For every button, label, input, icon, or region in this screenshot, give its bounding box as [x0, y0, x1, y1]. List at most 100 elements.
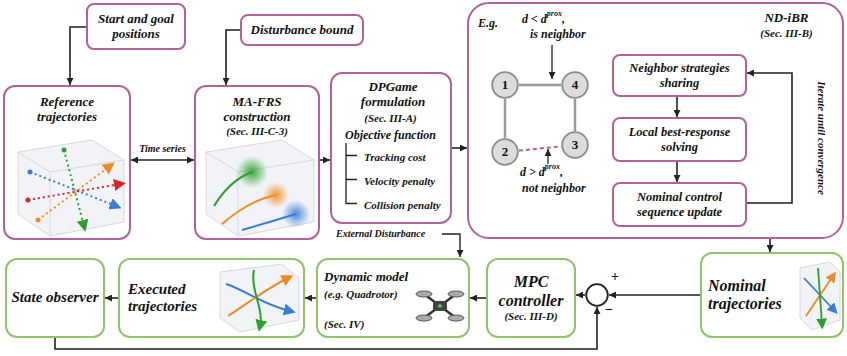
trajectory	[242, 214, 296, 230]
propeller	[416, 315, 432, 321]
node-text: State observer	[11, 289, 98, 306]
start-dot	[26, 198, 31, 203]
flow-arrow	[131, 159, 194, 161]
flow-arrow	[609, 294, 700, 296]
plot-panel	[206, 140, 314, 236]
node-text: (Sec. III-D)	[504, 310, 557, 323]
trajectory	[222, 195, 276, 224]
circle-shape	[492, 139, 518, 165]
annotation-label: is neighbor	[530, 28, 586, 42]
flow-arrow	[305, 297, 316, 299]
flow-arrow	[470, 297, 486, 299]
node-text: MA-FRS construction	[207, 95, 307, 125]
edge-label: Time series	[137, 143, 188, 155]
node-text: Neighbor strategies sharing	[618, 61, 741, 90]
summing-junction: +−	[585, 283, 609, 307]
flow-arrow	[320, 159, 330, 161]
node-text: Dynamic model	[324, 270, 424, 285]
node-text: Reference trajectories	[12, 95, 122, 125]
leader-arrow	[547, 149, 548, 164]
annotation-label: prox	[547, 9, 562, 18]
process-box: Neighbor strategies sharing	[612, 54, 747, 97]
process-box: MA-FRS construction(Sec. III-C-3)	[194, 85, 320, 240]
plot-panel	[18, 140, 124, 236]
node-text: Nominal control sequence update	[618, 190, 741, 219]
input-box: Start and goal positions	[86, 3, 186, 50]
node-text: Objective function	[332, 129, 449, 143]
circle-shape	[492, 72, 518, 98]
node-text: (Sec. IV)	[324, 318, 394, 331]
plot-panel	[220, 264, 299, 332]
trajectory	[253, 270, 260, 326]
flow-arrow	[504, 99, 507, 138]
reference-plot	[18, 140, 124, 236]
quadrotor-body	[433, 301, 447, 311]
process-box: MPC controller(Sec. III-D)	[486, 258, 576, 338]
flow-arrow	[70, 27, 86, 85]
process-box: Reference trajectories	[3, 85, 131, 240]
propeller	[448, 291, 464, 297]
process-box: Nominal trajectories	[700, 252, 844, 338]
node-text: (Sec. III-B)	[734, 27, 839, 40]
node-text: Local best-response solving	[618, 125, 741, 154]
trajectory	[818, 268, 822, 324]
node-text: (e.g. Quadrotor)	[324, 288, 419, 301]
flow-arrow	[676, 162, 678, 182]
flow-arrow	[452, 147, 467, 149]
start-dot	[28, 170, 33, 175]
bracket	[346, 143, 357, 204]
process-box: Nominal control sequence update	[612, 182, 747, 227]
quadrotor-icon	[416, 291, 464, 321]
process-box: Executed trajectories	[118, 258, 305, 338]
leader-arrow	[551, 45, 552, 79]
plot-axes	[206, 152, 314, 236]
flow-arrow	[519, 146, 561, 150]
process-box: Local best-response solving	[612, 117, 747, 162]
annotation-label: E.g.	[478, 17, 498, 31]
agent-node: 3	[561, 131, 589, 159]
node-text: Velocity penalty	[364, 175, 450, 188]
node-text: Collision penalty	[364, 199, 450, 212]
reference-path	[30, 172, 116, 206]
plot-panel	[800, 262, 840, 330]
nominal-plot	[800, 262, 840, 330]
flow-arrow	[226, 30, 240, 85]
edge-label: Iterate until convergence	[816, 79, 829, 197]
node-text: (Sec. III-C-3)	[226, 125, 288, 138]
annotation-label: d > d	[520, 166, 545, 180]
circle-shape	[586, 284, 608, 306]
executed-plot	[220, 264, 299, 332]
node-text: 2	[502, 145, 509, 160]
agent-node: 2	[491, 138, 519, 166]
start-dot	[62, 148, 67, 153]
reference-path	[64, 150, 84, 226]
input-box: Disturbance bound	[240, 14, 364, 46]
group-box: ND-iBR(Sec. III-B)1423Neighbor strategie…	[467, 2, 844, 239]
propeller	[416, 291, 432, 297]
node-text: 3	[572, 138, 579, 153]
agent-node: 4	[561, 71, 589, 99]
circle-shape	[562, 72, 588, 98]
annotation-label: not neighbor	[522, 182, 586, 196]
flow-arrow	[769, 239, 771, 252]
flow-arrow	[576, 294, 585, 296]
annotation-label: External Disturbance	[336, 228, 425, 240]
flow-arrow	[747, 73, 792, 203]
annotation-label: d < d	[522, 13, 547, 27]
reference-path	[28, 184, 120, 200]
status-led	[438, 304, 442, 308]
node-text: MPC controller	[490, 273, 572, 310]
circle-shape	[562, 132, 588, 158]
node-text: Tracking cost	[364, 151, 450, 164]
annotation-label: ,	[560, 166, 563, 180]
flow-arrow	[676, 97, 678, 117]
trajectory	[214, 172, 252, 206]
quadrotor-arm	[424, 294, 456, 318]
node-text: Disturbance bound	[251, 23, 354, 38]
node-text: DPGame formulation	[343, 80, 443, 110]
propeller	[448, 315, 464, 321]
node-text: −	[603, 302, 615, 318]
start-dot	[36, 218, 41, 223]
process-box: Dynamic model (e.g. Quadrotor) (Sec. IV)	[316, 258, 470, 338]
